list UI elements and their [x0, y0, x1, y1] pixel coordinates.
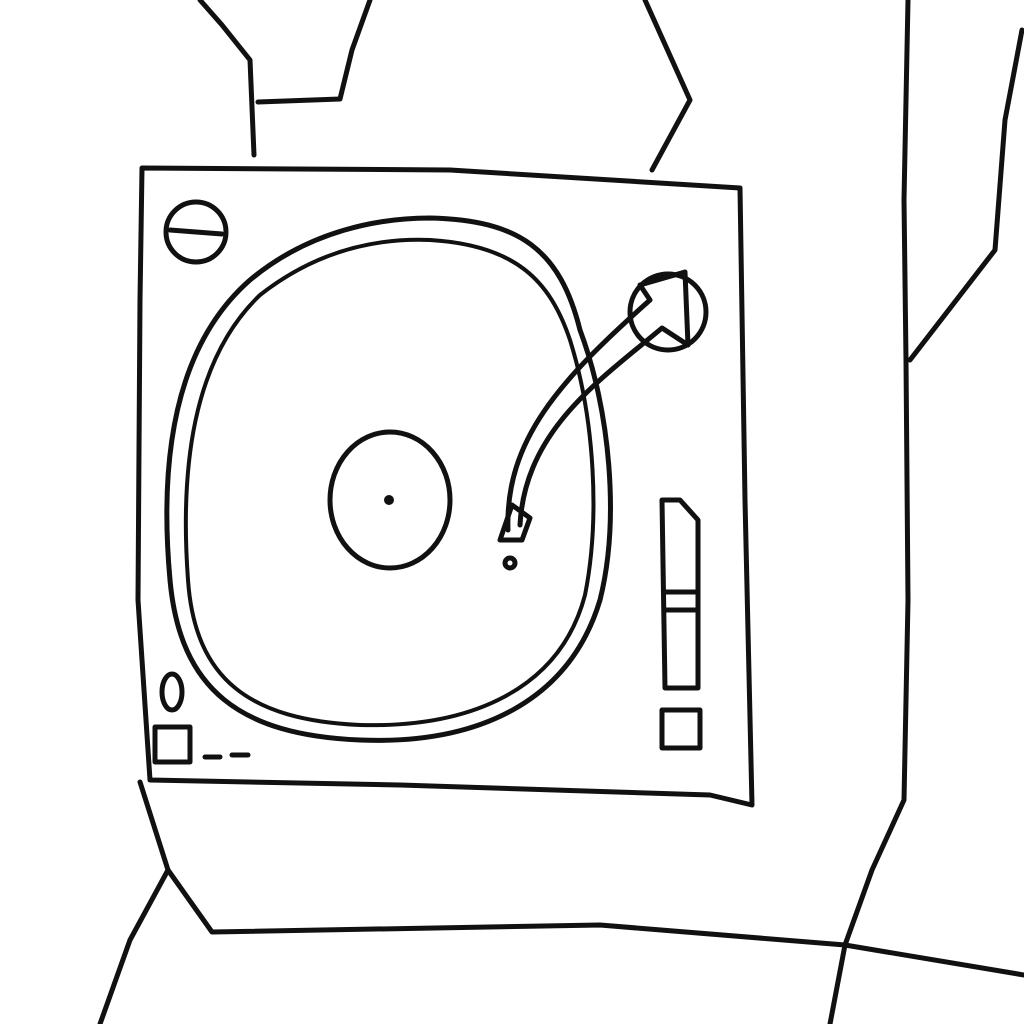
tonearm-headshell: [497, 502, 533, 543]
platter-outer-ring: [164, 215, 613, 743]
platter-inner-ring: [183, 237, 596, 728]
tonearm-pivot: [627, 271, 709, 353]
background-line-top-bracket: [255, 0, 373, 105]
background-line-right-branch: [907, 27, 1024, 363]
pitch-slider: [659, 497, 701, 691]
power-button: [152, 724, 193, 765]
stylus: [502, 555, 518, 571]
power-light: [159, 671, 185, 713]
start-knob: [163, 199, 229, 265]
start-knob-mark: [167, 227, 225, 237]
speed-button: [659, 707, 703, 751]
background-line-top-left: [197, 0, 257, 158]
turntable-body: [135, 165, 755, 808]
background-line-top-right: [642, 0, 693, 173]
stand-leg: [97, 867, 171, 1024]
background-line-right-tall: [827, 0, 911, 1024]
record-label: [327, 429, 453, 571]
stand-base: [137, 779, 1024, 978]
tonearm: [505, 269, 691, 533]
spindle: [384, 495, 394, 505]
